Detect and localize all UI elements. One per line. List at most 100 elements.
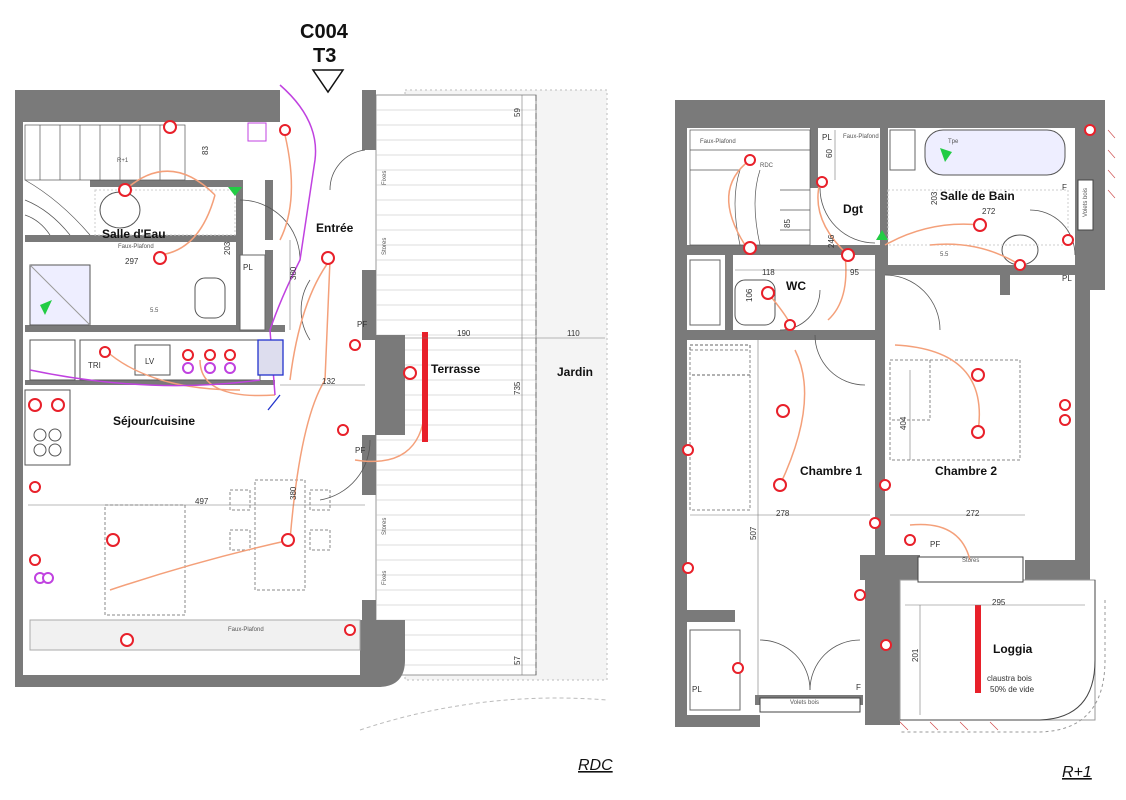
r1-dim-507: 507 <box>749 526 758 540</box>
r1-volets1: Volets bois <box>790 700 819 706</box>
room-entree: Entrée <box>316 221 354 235</box>
rdc-rplus1: R+1 <box>117 158 129 164</box>
green-marker-2 <box>40 300 52 315</box>
green-marker-1 <box>228 187 242 196</box>
rdc-walls <box>15 90 405 687</box>
rdc-dim-132: 132 <box>322 377 336 386</box>
rdc-stores1: Stores <box>382 238 388 255</box>
rdc-furniture <box>104 479 331 616</box>
rdc-plan <box>15 69 608 731</box>
r1-sec: 5.5 <box>940 252 949 258</box>
r1-volets2: Volets bois <box>1083 188 1089 217</box>
r1-tpe: Tpe <box>948 139 959 145</box>
rdc-tri: TRI <box>88 361 101 370</box>
rdc-dim-297: 297 <box>125 257 139 266</box>
rdc-sec: 5.5 <box>150 308 159 314</box>
rdc-dim-83: 83 <box>201 146 210 155</box>
floor-label-r1: R+1 <box>1062 764 1092 781</box>
rdc-pl: PL <box>243 263 253 272</box>
rdc-dim-497: 497 <box>195 497 209 506</box>
pl-cupboard <box>239 254 266 331</box>
r1-dim-95: 95 <box>850 268 859 277</box>
r1-hatch <box>899 129 1116 731</box>
r1-dim-272a: 272 <box>982 207 996 216</box>
room-sejour: Séjour/cuisine <box>113 414 195 428</box>
floor-label-rdc: RDC <box>578 757 613 774</box>
room-jardin: Jardin <box>557 365 593 379</box>
rdc-bath-fixtures <box>29 189 236 326</box>
room-salle-eau: Salle d'Eau <box>102 227 166 241</box>
rdc-pf2: PF <box>355 446 365 455</box>
r1-f1: F <box>1062 183 1067 192</box>
rdc-fp2: Faux-Plafond <box>228 627 264 633</box>
rdc-doors <box>239 149 371 501</box>
rdc-dim-57: 57 <box>513 656 522 665</box>
room-sdb: Salle de Bain <box>940 189 1015 203</box>
r1-doors <box>759 187 1076 691</box>
rdc-purple-lines <box>29 84 317 396</box>
r1-loggia <box>899 556 1106 733</box>
r1-claustra1: claustra bois <box>987 674 1032 683</box>
r1-dim-106: 106 <box>745 288 754 302</box>
terrace-screen-bar <box>422 332 428 442</box>
garden-curve <box>359 697 608 731</box>
rdc-stairs <box>24 124 186 236</box>
rdc-dim-lines <box>28 95 605 675</box>
faux-plafond-zone <box>29 619 361 651</box>
room-terrasse: Terrasse <box>431 362 480 376</box>
r1-pl3: PL <box>692 685 702 694</box>
elec-panel <box>247 122 267 142</box>
rdc-fixes2: Fixes <box>382 571 388 585</box>
room-wc: WC <box>786 279 806 293</box>
rdc-dim-110: 110 <box>567 329 580 338</box>
r1-dim-201: 201 <box>911 648 920 662</box>
r1-claustra2: 50% de vide <box>990 685 1035 694</box>
r1-rdc: RDC <box>760 163 774 169</box>
rdc-outlets-magenta <box>34 362 236 584</box>
terrace-planks <box>376 109 536 666</box>
rdc-dim-380a: 380 <box>289 266 298 280</box>
r1-fp1: Faux-Plafond <box>700 139 736 145</box>
rdc-pf1: PF <box>357 320 367 329</box>
r1-dim-404: 404 <box>899 416 908 430</box>
r1-f2: F <box>856 683 861 692</box>
rdc-fixes1: Fixes <box>382 171 388 185</box>
r1-pl1: PL <box>822 133 832 142</box>
rdc-fp1: Faux-Plafond <box>118 244 154 250</box>
rdc-dim-190: 190 <box>457 329 471 338</box>
r1-dim-246: 246 <box>827 234 836 248</box>
unit-code: C004 <box>300 21 349 43</box>
r1-dim-60: 60 <box>825 149 834 158</box>
rdc-dim-203: 203 <box>223 241 232 255</box>
r1-fp2: Faux-Plafond <box>843 134 879 140</box>
r1-wiring <box>727 159 1021 561</box>
rdc-outlets <box>28 120 417 647</box>
rdc-plumbing <box>257 339 284 411</box>
r1-dim-lines <box>690 130 1085 715</box>
r1-dim-203: 203 <box>930 191 939 205</box>
r1-dim-295: 295 <box>992 598 1006 607</box>
rdc-dim-59: 59 <box>513 108 522 117</box>
r1-pf: PF <box>930 540 940 549</box>
r1-dim-85: 85 <box>783 219 792 228</box>
unit-type: T3 <box>313 45 336 67</box>
r1-dim-118: 118 <box>762 268 775 277</box>
r1-stores: Stores <box>962 558 979 564</box>
r1-green-marker-1 <box>940 148 952 162</box>
room-dgt: Dgt <box>843 202 863 216</box>
entry-arrow <box>311 69 345 94</box>
room-loggia: Loggia <box>993 642 1033 656</box>
rdc-stores2: Stores <box>382 518 388 535</box>
rdc-dim-735: 735 <box>513 381 522 395</box>
room-ch2: Chambre 2 <box>935 464 997 478</box>
r1-outlets <box>682 124 1096 674</box>
r1-dim-278: 278 <box>776 509 790 518</box>
r1-walls <box>675 100 1105 727</box>
r1-pl2: PL <box>1062 274 1072 283</box>
room-ch1: Chambre 1 <box>800 464 862 478</box>
rdc-dim-380b: 380 <box>289 486 298 500</box>
r1-dim-272b: 272 <box>966 509 980 518</box>
r1-bath-fixtures <box>734 129 1069 326</box>
r1-green-marker-2 <box>876 230 888 240</box>
